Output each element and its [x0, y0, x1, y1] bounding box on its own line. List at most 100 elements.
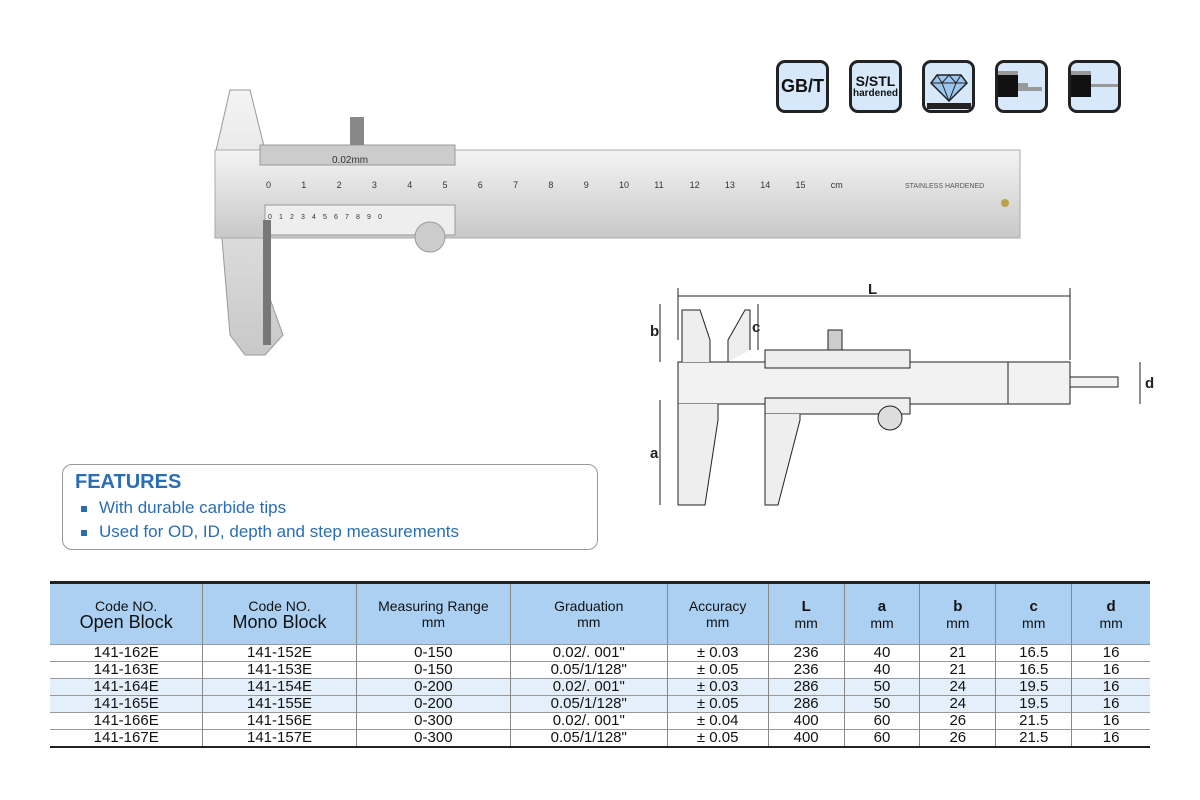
- table-cell: ± 0.03: [666, 678, 769, 696]
- table-cell: 141-166E: [50, 712, 203, 730]
- header-top: c: [1029, 597, 1038, 615]
- vernier-number: 3: [301, 214, 305, 221]
- scale-number: 13: [725, 180, 735, 190]
- table-cell: 19.5: [995, 695, 1072, 713]
- feature-item: With durable carbide tips: [81, 496, 585, 520]
- table-cell: 0.02/. 001": [509, 644, 668, 662]
- table-cell: 141-152E: [202, 644, 357, 662]
- vernier-label: 0.02mm: [332, 155, 368, 166]
- table-cell: 0.05/1/128": [509, 729, 668, 747]
- vernier-number: 6: [334, 214, 338, 221]
- table-cell: 60: [843, 729, 920, 747]
- column-header: Code NO.Open Block: [50, 582, 203, 645]
- vernier-number: 9: [367, 214, 371, 221]
- table-cell: 21.5: [995, 712, 1072, 730]
- scale-number: 1: [301, 180, 306, 190]
- table-cell: ± 0.05: [666, 729, 769, 747]
- table-cell: 141-163E: [50, 661, 203, 679]
- dim-c: c: [752, 319, 760, 336]
- scale-number: 2: [337, 180, 342, 190]
- table-cell: 19.5: [995, 678, 1072, 696]
- header-bottom: mm: [1099, 614, 1123, 631]
- engraving: STAINLESS HARDENED: [905, 183, 984, 190]
- table-cell: 141-155E: [202, 695, 357, 713]
- table-cell: 21: [919, 661, 996, 679]
- scale-number: 11: [654, 180, 663, 190]
- round-depth-rod-icon: [1068, 60, 1121, 113]
- dim-b: b: [650, 323, 659, 340]
- header-top: Code NO.: [248, 597, 311, 614]
- scale-number: 8: [548, 180, 553, 190]
- table-cell: 141-167E: [50, 729, 203, 747]
- table-cell: 16: [1071, 678, 1150, 696]
- table-cell: ± 0.05: [666, 661, 769, 679]
- table-cell: 16: [1071, 644, 1150, 662]
- header-top: Graduation: [554, 598, 624, 614]
- table-cell: ± 0.04: [666, 712, 769, 730]
- scale-number: 0: [266, 180, 271, 190]
- table-cell: 141-156E: [202, 712, 357, 730]
- table-cell: 50: [843, 695, 920, 713]
- table-cell: 286: [767, 695, 845, 713]
- table-cell: 0-200: [355, 695, 511, 713]
- header-top: d: [1106, 597, 1116, 615]
- table-cell: 0.02/. 001": [509, 712, 668, 730]
- column-header: Code NO.Mono Block: [202, 582, 357, 645]
- table-cell: 236: [767, 644, 845, 662]
- header-top: a: [877, 597, 887, 615]
- table-cell: 0.05/1/128": [509, 661, 668, 679]
- scale-number: cm: [831, 180, 843, 190]
- vernier-number: 2: [290, 214, 294, 221]
- header-bottom: Open Block: [79, 611, 173, 632]
- table-cell: 16.5: [995, 661, 1072, 679]
- table-cell: 141-153E: [202, 661, 357, 679]
- gb-t-badge-icon: GB/T: [776, 60, 829, 113]
- table-cell: 16: [1071, 729, 1150, 747]
- table-cell: 21.5: [995, 729, 1072, 747]
- table-cell: 21: [919, 644, 996, 662]
- vernier-number: 1: [279, 214, 283, 221]
- header-top: b: [953, 597, 963, 615]
- step-depth-rod-icon: [995, 60, 1048, 113]
- table-cell: 26: [919, 712, 996, 730]
- header-bottom: mm: [870, 614, 894, 631]
- table-cell: 16: [1071, 695, 1150, 713]
- table-cell: 16.5: [995, 644, 1072, 662]
- badge-label: GB/T: [781, 76, 824, 96]
- scale-number: 3: [372, 180, 377, 190]
- header-bottom: mm: [1022, 614, 1046, 631]
- vernier-number: 7: [345, 214, 349, 221]
- table-cell: 286: [767, 678, 845, 696]
- table-cell: 141-164E: [50, 678, 203, 696]
- table-cell: 26: [919, 729, 996, 747]
- scale-number: 14: [760, 180, 770, 190]
- header-bottom: mm: [421, 614, 446, 630]
- table-cell: 16: [1071, 661, 1150, 679]
- vernier-number: 0: [268, 214, 272, 221]
- badge-sublabel: hardened: [852, 87, 898, 99]
- header-bottom: mm: [794, 614, 818, 631]
- table-cell: 141-162E: [50, 644, 203, 662]
- header-top: Measuring Range: [378, 598, 489, 614]
- table-cell: 0.05/1/128": [509, 695, 668, 713]
- scale-number: 6: [478, 180, 483, 190]
- header-top: L: [801, 597, 811, 615]
- dim-L: L: [868, 281, 877, 298]
- header-top: Accuracy: [688, 598, 747, 614]
- scale-number: 15: [796, 180, 806, 190]
- table-cell: 400: [767, 712, 845, 730]
- dim-d: d: [1145, 375, 1154, 392]
- scale-number: 9: [584, 180, 589, 190]
